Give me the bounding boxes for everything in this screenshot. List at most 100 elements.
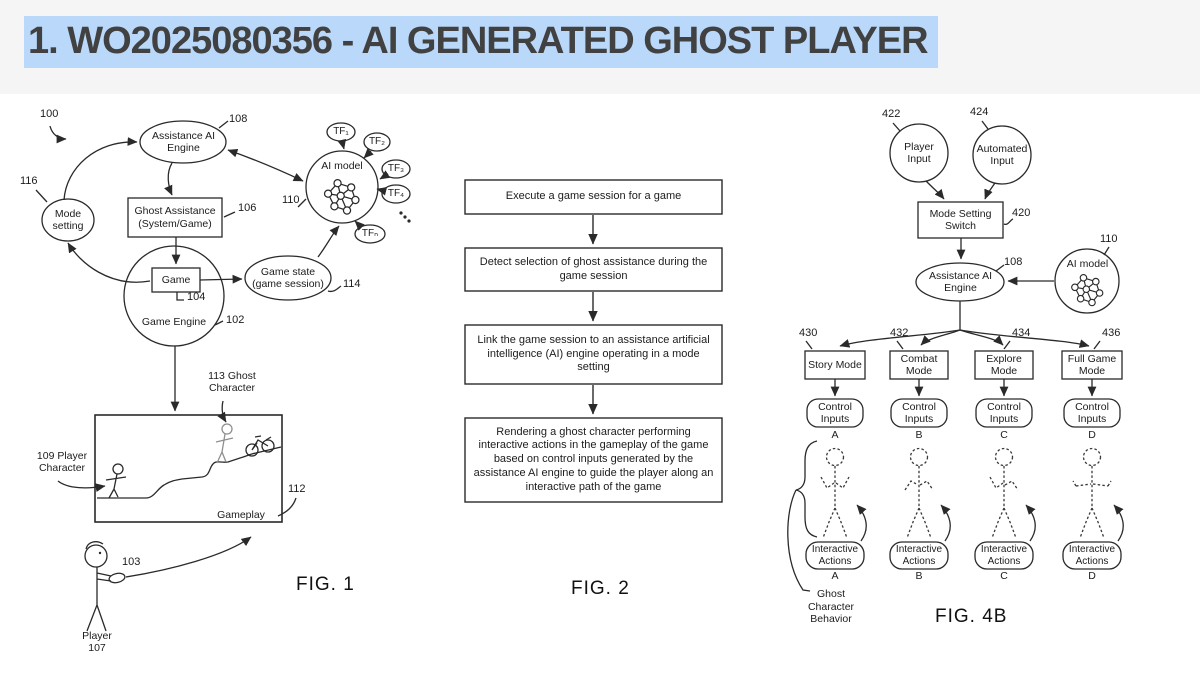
control-inputs-box-a [806, 398, 864, 428]
ai-model-4b-label: AI model [1066, 257, 1109, 270]
control-inputs-c-label: Control Inputs [987, 400, 1021, 425]
fig2-step3: Link the game session to an assistance a… [477, 333, 710, 374]
player-input-circle [889, 123, 949, 183]
ghost-character-callout: 113 Ghost Character [208, 369, 256, 394]
control-inputs-b-label: Control Inputs [902, 400, 936, 425]
ai-model-label: AI model [321, 159, 363, 172]
fig2-step1: Execute a game session for a game [505, 190, 682, 203]
full-game-mode-label: Full Game Mode [1067, 352, 1117, 377]
ghost-figure-a [820, 447, 850, 539]
interactive-actions-box-a [805, 541, 865, 570]
fig1-leaders [35, 120, 342, 517]
control-inputs-box-c [975, 398, 1033, 428]
ghost-figure-d [1072, 447, 1112, 539]
player-character-callout: 109 Player Character [36, 449, 88, 474]
game-engine-circle [123, 245, 225, 347]
ref-106: 106 [238, 202, 257, 214]
ref-110: 110 [282, 194, 300, 206]
automated-input-label: Automated Input [976, 142, 1028, 167]
game-state-ellipse [244, 255, 332, 301]
ref-108-4b: 108 [1004, 256, 1023, 268]
controller-icon [108, 572, 126, 584]
mode-setting-ellipse [41, 198, 95, 242]
explore-mode-label: Explore Mode [986, 352, 1022, 377]
story-mode-label: Story Mode [808, 358, 862, 371]
letter-a-control: A [831, 429, 839, 442]
ref-432: 432 [890, 327, 909, 339]
title-highlight: 1. WO2025080356 - AI GENERATED GHOST PLA… [24, 16, 938, 68]
interactive-actions-box-c [974, 541, 1034, 570]
interactive-actions-c-label: Interactive Actions [980, 543, 1028, 567]
fig2-step3-box [464, 324, 723, 385]
fig2-step1-box [464, 179, 723, 215]
fig4b-art [787, 120, 1124, 592]
tf3-ellipse [381, 159, 411, 179]
ellipsis-dots [399, 211, 411, 223]
ghost-assistance-box [127, 197, 223, 238]
letter-c-actions: C [1000, 570, 1008, 583]
control-inputs-a-label: Control Inputs [818, 400, 852, 425]
neural-net-icon [323, 178, 360, 215]
combat-mode-label: Combat Mode [900, 352, 938, 377]
player-character-figure [105, 463, 127, 499]
fig4b-arrows [830, 180, 1124, 542]
game-box [151, 267, 201, 293]
ghost-behavior-figures [820, 447, 1112, 539]
bicycle-icon [245, 435, 275, 457]
ai-model-circle-4b [1054, 248, 1120, 314]
assistance-ai-engine-4b-label: Assistance AI Engine [928, 269, 993, 294]
ref-116: 116 [20, 175, 38, 187]
ref-100: 100 [40, 108, 59, 120]
tf2-ellipse [363, 132, 391, 152]
ghost-assistance-label: Ghost Assistance (System/Game) [134, 205, 216, 230]
letter-c-control: C [1000, 429, 1008, 442]
tf2-label: TF₂ [368, 136, 386, 148]
interactive-actions-a-label: Interactive Actions [811, 543, 859, 567]
ref-430: 430 [799, 327, 818, 339]
page-title: 1. WO2025080356 - AI GENERATED GHOST PLA… [24, 16, 938, 68]
ghost-character-figure [215, 423, 234, 464]
page-header: 1. WO2025080356 - AI GENERATED GHOST PLA… [0, 0, 1200, 94]
letter-d-control: D [1088, 429, 1096, 442]
letter-b-actions: B [915, 570, 923, 583]
gameplay-label: Gameplay [217, 509, 265, 522]
game-state-label: Game state (game session) [252, 265, 324, 290]
ref-422: 422 [882, 108, 901, 120]
interactive-actions-d-label: Interactive Actions [1068, 543, 1116, 567]
game-engine-label: Game Engine [141, 315, 207, 328]
fig1-caption: FIG. 1 [296, 574, 355, 595]
fig4b-caption: FIG. 4B [935, 606, 1008, 627]
tf4-label: TF₄ [387, 188, 405, 200]
tfn-ellipse [354, 224, 386, 244]
terrain-line [97, 446, 282, 499]
control-inputs-box-d [1063, 398, 1121, 428]
player-callout: Player 107 [82, 629, 112, 654]
control-inputs-box-b [890, 398, 948, 428]
player-input-label: Player Input [904, 140, 934, 165]
fig2-art [464, 179, 723, 503]
ref-436: 436 [1102, 327, 1121, 339]
fig2-step2: Detect selection of ghost assistance dur… [479, 255, 708, 282]
interactive-actions-box-b [889, 541, 949, 570]
ref-424: 424 [970, 106, 989, 118]
tf1-label: TF₁ [333, 126, 349, 138]
letter-b-control: B [915, 429, 923, 442]
ref-102: 102 [226, 314, 245, 326]
ref-104: 104 [187, 291, 206, 303]
fig2-step4-box [464, 417, 723, 503]
ref-112: 112 [288, 483, 306, 495]
mode-setting-switch-label: Mode Setting Switch [929, 207, 992, 232]
neural-net-icon-4b [1071, 273, 1104, 307]
fig1-art [35, 120, 411, 632]
fig2-step4: Rendering a ghost character performing i… [473, 425, 714, 493]
mode-setting-label: Mode setting [52, 207, 84, 232]
ghost-figure-c [989, 447, 1019, 539]
assistance-ai-engine-ellipse [139, 120, 227, 164]
assistance-ai-engine-label: Assistance AI Engine [151, 129, 216, 154]
interactive-actions-box-d [1062, 541, 1122, 570]
ref-114: 114 [343, 278, 361, 290]
fig1-arrows [49, 125, 391, 578]
gameplay-window [94, 414, 283, 523]
